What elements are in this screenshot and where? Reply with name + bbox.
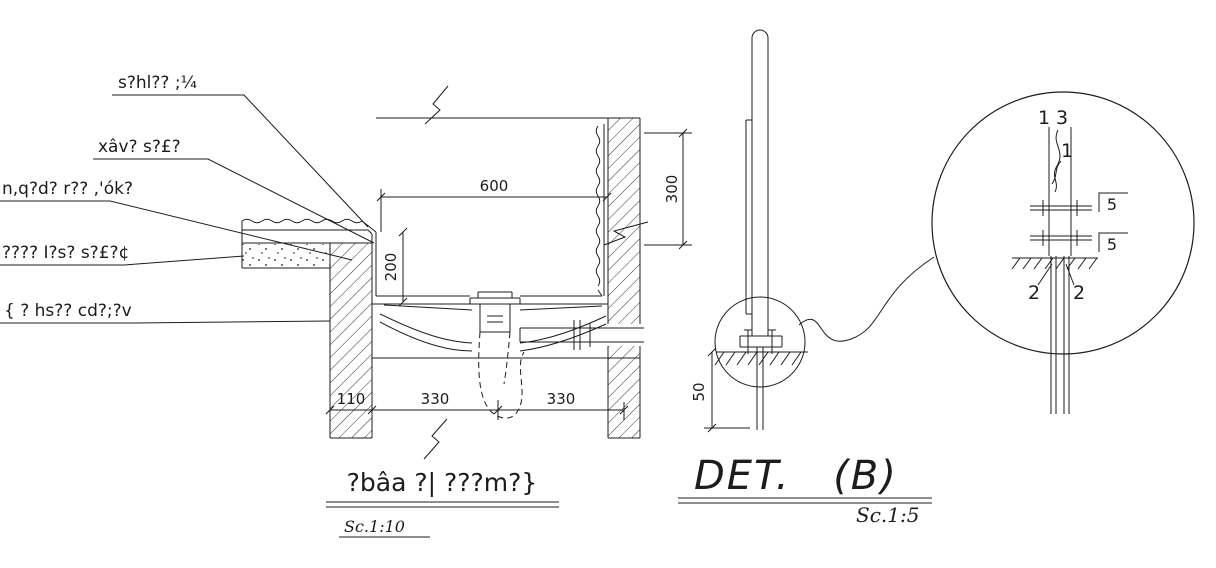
break-lines xyxy=(423,85,649,460)
detail-ground-hatch xyxy=(1011,257,1098,270)
pipe-wall-opening xyxy=(604,324,644,346)
detail-title: DET. (B) xyxy=(694,453,898,499)
wall-finish-membrane-line xyxy=(595,125,601,287)
base-plate-and-anchor xyxy=(716,329,808,430)
leader-label-5: { ? hs?? cd?;?v xyxy=(0,301,331,324)
callout-2-leaders xyxy=(1037,263,1075,286)
dimension-bottom-chain: 110 330 330 xyxy=(325,390,629,420)
detail-bolts xyxy=(1030,199,1092,247)
leader-label-2: xâv? s?£? xyxy=(93,137,375,244)
leader-line-3 xyxy=(0,200,353,261)
dimension-300: 300 xyxy=(644,128,692,250)
leader-line-2 xyxy=(93,158,375,244)
floor-slab-stipple xyxy=(242,244,330,268)
dimension-200-value: 200 xyxy=(382,253,400,282)
leader-label-1: s?hl?? ;¼ xyxy=(112,73,369,228)
callout-5-lower: 5 xyxy=(1107,235,1117,254)
detail-anchor-rods xyxy=(1050,256,1070,414)
leader-label-4: ???? I?s? s?£?¢ xyxy=(0,243,245,266)
detail-scale: Sc.1:5 xyxy=(856,503,919,527)
waste-pipe xyxy=(519,320,644,350)
callout-5-brackets xyxy=(1098,192,1128,252)
floor-drain-fitting xyxy=(469,291,521,333)
callout-5-upper: 5 xyxy=(1107,195,1117,214)
leader-line-5 xyxy=(0,320,331,324)
leader-line-1 xyxy=(112,94,369,228)
callout-1-top: 1 xyxy=(1038,107,1050,129)
section-title-block: ?bâa ?| ???m?} Sc.1:10 xyxy=(326,468,559,538)
dimension-bottom-lines xyxy=(325,400,629,420)
detail-title-rules xyxy=(678,497,932,504)
dimension-110-value: 110 xyxy=(337,390,366,408)
callout-1-mid: 1 xyxy=(1061,140,1073,162)
leader-label-4-text: ???? I?s? s?£?¢ xyxy=(2,243,129,263)
detail-title-block: DET. (B) Sc.1:5 xyxy=(678,453,932,527)
left-wall-hatch xyxy=(330,243,372,438)
dimension-600-lines xyxy=(376,189,612,232)
dimension-300-lines xyxy=(644,128,692,250)
under-slab-bedding-curves xyxy=(379,304,607,352)
post-elevation: 50 xyxy=(690,29,935,433)
dimension-600: 600 xyxy=(376,177,612,232)
dimension-50-lines xyxy=(704,347,750,433)
callout-2-left: 2 xyxy=(1028,282,1040,304)
waterproofing-membrane-line xyxy=(241,218,363,224)
dimension-330-left-value: 330 xyxy=(421,390,450,408)
leader-label-3-text: n,q?d? r?? ,'ók? xyxy=(2,179,133,199)
leader-label-5-text: { ? hs?? cd?;?v xyxy=(4,301,132,321)
dimension-600-value: 600 xyxy=(480,177,509,195)
leader-label-2-text: xâv? s?£? xyxy=(98,137,181,157)
leader-label-1-text: s?hl?? ;¼ xyxy=(118,73,197,93)
leader-label-3: n,q?d? r?? ,'ók? xyxy=(0,179,353,261)
detail-circle xyxy=(931,91,1195,355)
floor-drain-section: 600 200 300 110 330 330 s?hl?? ;¼ xyxy=(0,73,692,538)
drawing-root: 600 200 300 110 330 330 s?hl?? ;¼ xyxy=(0,29,1195,538)
post-pipe xyxy=(745,29,769,336)
section-outline xyxy=(241,117,641,439)
dimension-300-value: 300 xyxy=(663,175,681,204)
callout-3-top: 3 xyxy=(1056,107,1068,129)
right-wall-hatch xyxy=(608,118,640,438)
detail-post xyxy=(1048,127,1072,256)
detail-b: 1 3 1 5 5 2 2 xyxy=(931,91,1195,414)
dimension-50-value: 50 xyxy=(690,382,708,401)
detail-leader-squiggle xyxy=(798,256,935,342)
dimension-50: 50 xyxy=(690,347,750,433)
dimension-200-lines xyxy=(398,227,408,307)
section-scale: Sc.1:10 xyxy=(344,517,405,536)
section-title: ?bâa ?| ???m?} xyxy=(347,468,538,497)
callout-2-right: 2 xyxy=(1073,282,1085,304)
leader-line-4 xyxy=(0,255,245,266)
p-trap-hidden-outline xyxy=(478,331,525,419)
dimension-200: 200 xyxy=(382,227,408,307)
detail-balloon-circle xyxy=(714,296,806,388)
ground-hatch xyxy=(714,351,802,366)
dimension-330-right-value: 330 xyxy=(547,390,576,408)
section-title-rules xyxy=(326,501,559,538)
